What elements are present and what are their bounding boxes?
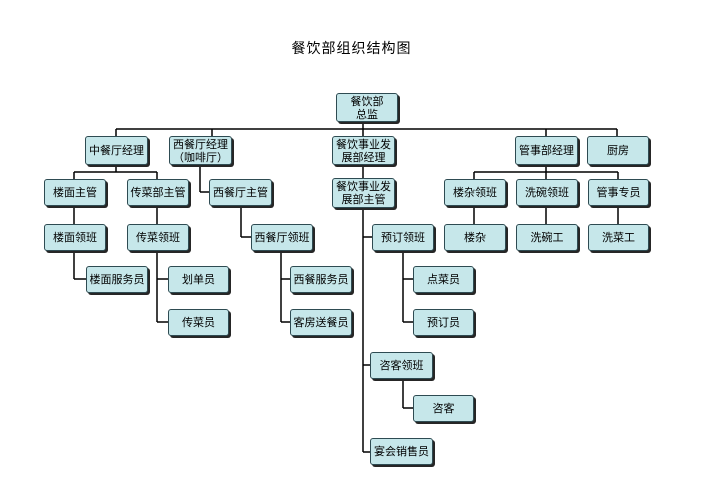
node-floor-supervisor: 楼面主管: [44, 179, 106, 206]
node-zhong-manager: 中餐厅经理: [85, 136, 148, 165]
node-banquet-sales: 宴会销售员: [370, 438, 433, 465]
node-booking-leader: 预订领班: [372, 224, 434, 251]
node-xi-waiter: 西餐服务员: [290, 266, 352, 293]
node-delivery-supervisor: 传菜部主管: [127, 179, 189, 206]
node-runner: 传菜员: [168, 309, 229, 336]
node-floor-waiter: 楼面服务员: [86, 266, 148, 293]
chart-title: 餐饮部组织结构图: [291, 41, 412, 57]
node-kitchen: 厨房: [587, 136, 649, 165]
node-dev-manager: 餐饮事业发 展部经理: [332, 136, 395, 165]
node-host: 咨客: [413, 395, 474, 422]
node-host-leader: 咨客领班: [370, 352, 433, 379]
node-steward-specialist: 管事专员: [588, 179, 649, 206]
node-room-service: 客房送餐员: [290, 309, 352, 336]
node-dish-leader: 洗碗领班: [516, 179, 578, 206]
node-steward-manager: 管事部经理: [515, 136, 578, 165]
node-dishwasher: 洗碗工: [516, 224, 578, 251]
node-xi-manager: 西餐厅经理 （咖啡厅）: [169, 136, 232, 165]
node-misc-leader: 楼杂领班: [444, 179, 506, 206]
node-booking-clerk: 预订员: [413, 309, 474, 336]
node-veg-washer: 洗菜工: [588, 224, 649, 251]
node-order-taker: 点菜员: [413, 266, 474, 293]
node-xi-leader: 西餐厅领班: [251, 224, 313, 251]
node-misc-staff: 楼杂: [444, 224, 506, 251]
node-dev-supervisor: 餐饮事业发 展部主管: [332, 178, 395, 208]
node-floor-leader: 楼面领班: [44, 224, 106, 251]
node-order-clerk: 划单员: [168, 266, 229, 293]
node-delivery-leader: 传菜领班: [127, 224, 189, 251]
node-xi-supervisor: 西餐厅主管: [209, 179, 272, 206]
node-root: 餐饮部 总监: [336, 93, 398, 122]
